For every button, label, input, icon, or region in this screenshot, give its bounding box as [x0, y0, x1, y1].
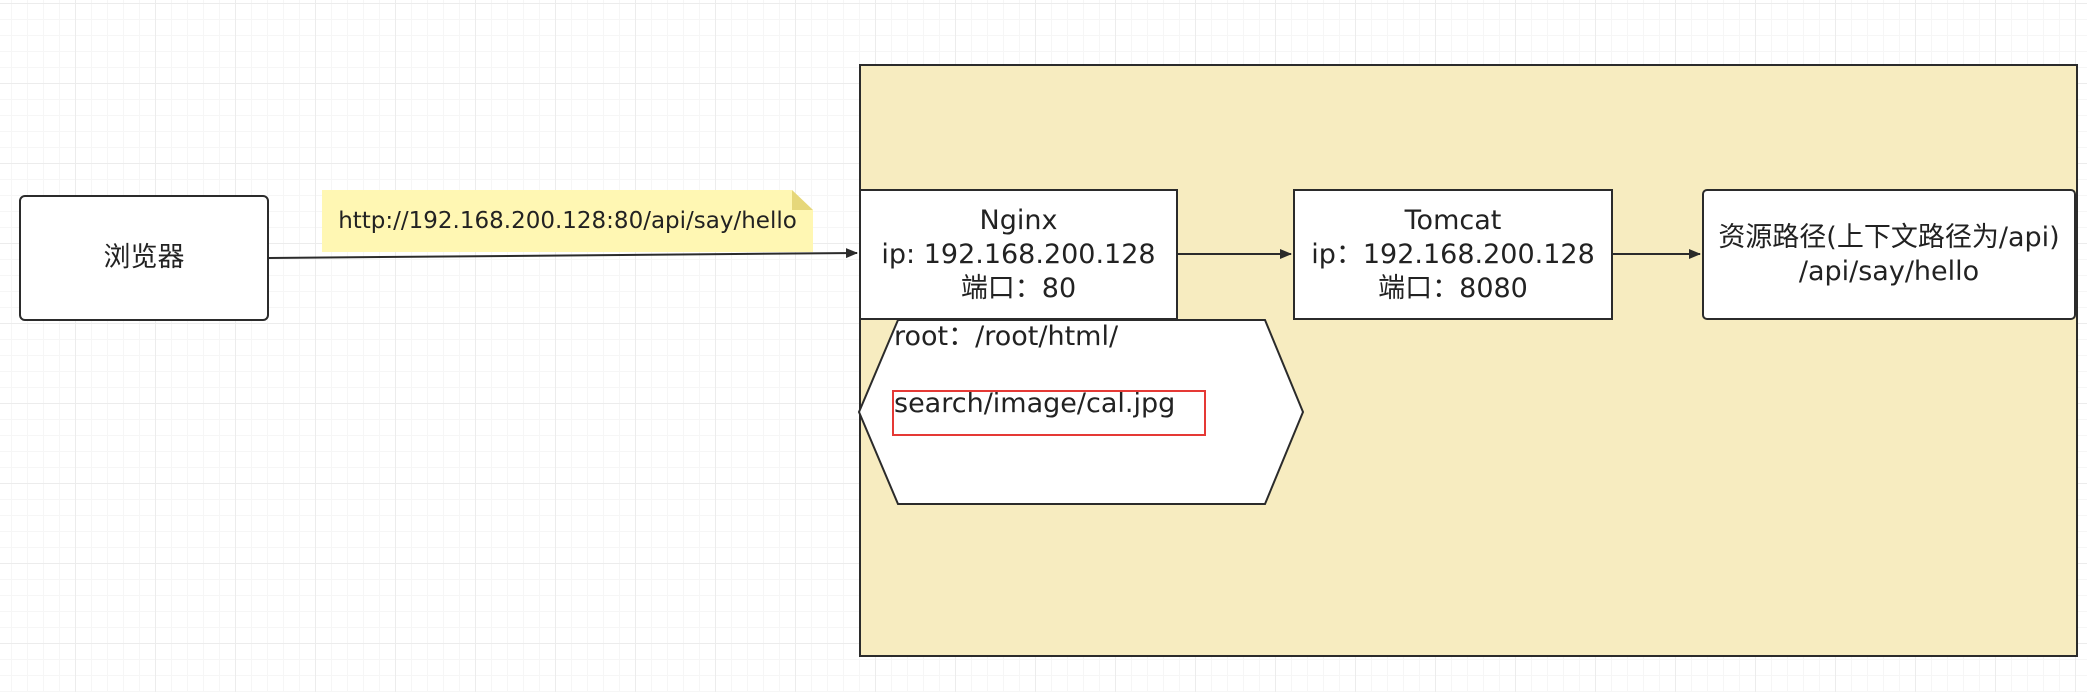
edge-browser-to-nginx[interactable]: [268, 248, 858, 259]
tomcat-node[interactable]: Tomcat ip：192.168.200.128 端口：8080: [1293, 189, 1613, 320]
nginx-node[interactable]: Nginx ip: 192.168.200.128 端口：80: [859, 189, 1178, 320]
tomcat-ip: ip：192.168.200.128: [1311, 238, 1595, 270]
browser-label: 浏览器: [103, 242, 185, 273]
resource-path-label: /api/say/hello: [1798, 255, 1980, 287]
static-path-label: search/image/cal.jpg: [894, 388, 1176, 419]
nginx-ip: ip: 192.168.200.128: [881, 238, 1156, 270]
resource-path-node[interactable]: 资源路径(上下文路径为/api) /api/say/hello: [1702, 189, 2076, 320]
url-note-shape[interactable]: [322, 190, 813, 252]
tomcat-port: 端口：8080: [1378, 272, 1528, 304]
url-note-fold: [792, 190, 813, 210]
nginx-port: 端口：80: [960, 272, 1077, 304]
browser-node[interactable]: 浏览器: [19, 195, 269, 321]
static-root-label: root：/root/html/: [894, 321, 1119, 352]
resource-context-label: 资源路径(上下文路径为/api): [1718, 221, 2060, 253]
url-note-label: http://192.168.200.128:80/api/say/hello: [338, 208, 797, 234]
path-highlight-box[interactable]: [892, 390, 1206, 436]
static-resource-hexagon[interactable]: [857, 319, 1305, 505]
tomcat-title: Tomcat: [1404, 204, 1502, 236]
nginx-title: Nginx: [979, 204, 1058, 236]
